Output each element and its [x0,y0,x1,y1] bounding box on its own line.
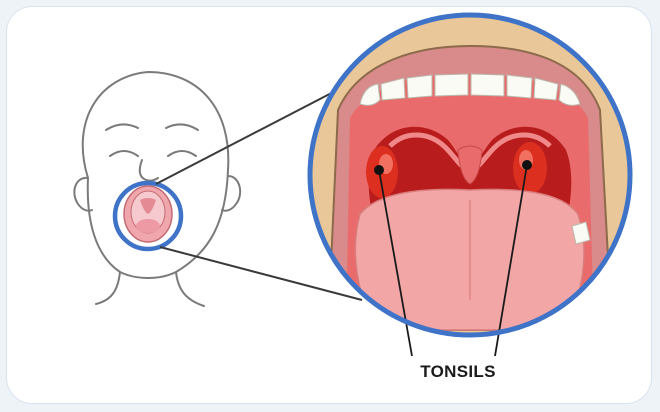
right-eye [168,151,196,156]
neck-right [176,272,204,306]
right-ear [222,176,240,211]
right-eyebrow [166,124,198,130]
tonsils-label: TONSILS [393,362,523,382]
pointer-dot-left [374,165,384,175]
nose [140,160,158,181]
small-tongue [136,219,160,233]
left-eye [110,151,138,156]
small-mouth-circle [115,183,181,249]
left-eyebrow [106,124,138,130]
magnified-mouth [300,10,640,356]
pointer-dot-right [522,160,532,170]
neck-left [96,272,120,304]
